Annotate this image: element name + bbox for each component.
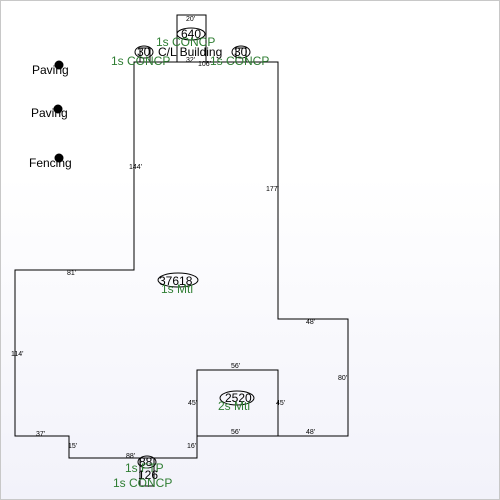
area-ellipse-2s	[219, 390, 255, 406]
area-ellipse-left-pad	[134, 45, 154, 59]
dim-right-side: 80'	[338, 375, 347, 382]
paving-label-1: Paving	[32, 63, 69, 77]
dim-2s-top: 56'	[231, 363, 240, 370]
area-ellipse-cl	[176, 27, 206, 41]
label-1s-concp-bottom: 1s CONCP	[113, 476, 172, 490]
concrete-pad-left	[139, 47, 151, 63]
area-2s: 2520	[225, 391, 252, 405]
dim-bottom-notch-right: 16'	[187, 443, 196, 450]
area-ellipse-right-pad	[231, 45, 251, 59]
paving-label-2: Paving	[31, 106, 68, 120]
dim-bottom-right: 48'	[306, 429, 315, 436]
dim-top-right: 106'	[198, 61, 211, 68]
paving-point-2-icon	[53, 104, 63, 114]
area-left-pad: 30	[137, 45, 151, 59]
dim-2s-bottom: 56'	[231, 429, 240, 436]
second-story-outline	[196, 369, 279, 437]
area-ellipse-bottom	[137, 455, 157, 469]
label-1s-concp-right: 1s CONCP	[210, 54, 269, 68]
dim-2s-left: 45'	[188, 400, 197, 407]
label-1s-mtl: 1s Mtl	[161, 282, 193, 296]
dim-right-step: 48'	[306, 319, 315, 326]
label-1s-ftp: 1s FTP	[125, 461, 164, 475]
dim-left-side: 114'	[11, 351, 24, 358]
cl-building-outline	[176, 14, 207, 63]
area-main: 37618	[159, 274, 193, 288]
area-ellipse-main	[157, 272, 199, 288]
area-cl: 640	[181, 27, 201, 41]
label-1s-concp-left: 1s CONCP	[111, 54, 170, 68]
main-building-outline	[14, 61, 349, 459]
area-bottom-2: 126	[138, 468, 158, 482]
dim-cl-sub: 32'	[186, 57, 195, 64]
dim-bottom-notch: 15'	[68, 443, 77, 450]
label-cl-building: C/L Building	[158, 45, 222, 59]
label-2s-mtl: 2s Mtl	[218, 399, 250, 413]
dim-bottom-middle: 88'	[126, 453, 135, 460]
dim-cl-width: 20'	[186, 16, 195, 23]
dim-bottom-left: 37'	[36, 431, 45, 438]
label-1s-concp-top: 1s CONCP	[156, 35, 215, 49]
fencing-point-icon	[54, 153, 64, 163]
fencing-label: Fencing	[29, 156, 72, 170]
bottom-structure	[139, 457, 155, 487]
area-right-pad: 30	[234, 45, 248, 59]
dim-right-upper: 177'	[266, 186, 279, 193]
area-bottom: 88	[139, 455, 153, 469]
concrete-pad-right	[235, 47, 247, 63]
paving-point-1-icon	[54, 60, 64, 70]
dim-left-upper: 144'	[129, 164, 142, 171]
dim-2s-right: 45'	[276, 400, 285, 407]
dim-left-step: 81'	[67, 270, 76, 277]
